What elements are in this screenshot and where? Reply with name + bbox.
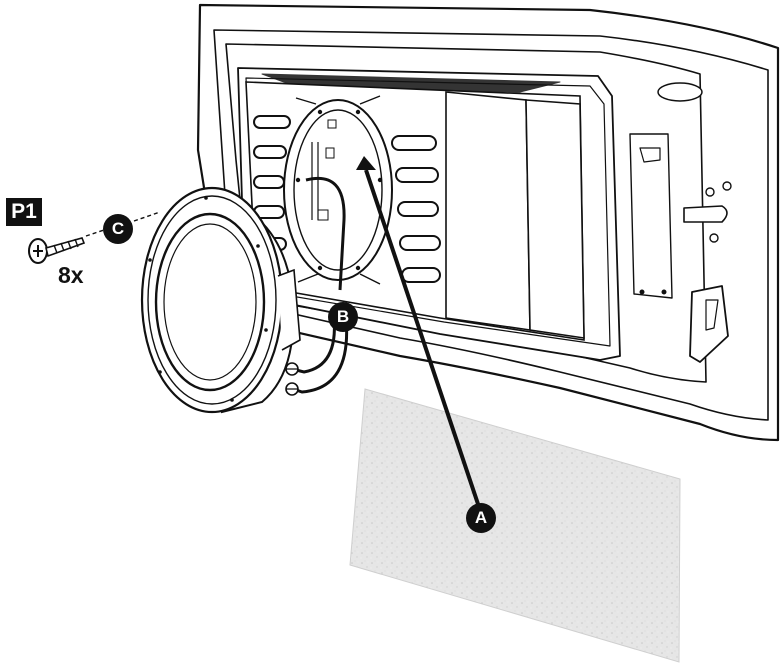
- callout-a-leader: [364, 169, 482, 511]
- screw-quantity: 8x: [58, 262, 84, 288]
- callout-a: A: [466, 503, 496, 533]
- callout-b: B: [328, 302, 358, 332]
- callout-c: C: [103, 214, 133, 244]
- callout-a-arrowhead: [356, 156, 376, 170]
- part-label: P1: [6, 198, 42, 226]
- speaker-icon: [140, 186, 301, 414]
- foam-pad-icon: [349, 388, 681, 663]
- wire-connector-icon: [285, 362, 299, 396]
- screw-guide-line: [85, 229, 105, 237]
- speaker-enclosure: [245, 81, 585, 341]
- screw-guide-line-2: [133, 211, 161, 222]
- screw-icon: [28, 237, 86, 264]
